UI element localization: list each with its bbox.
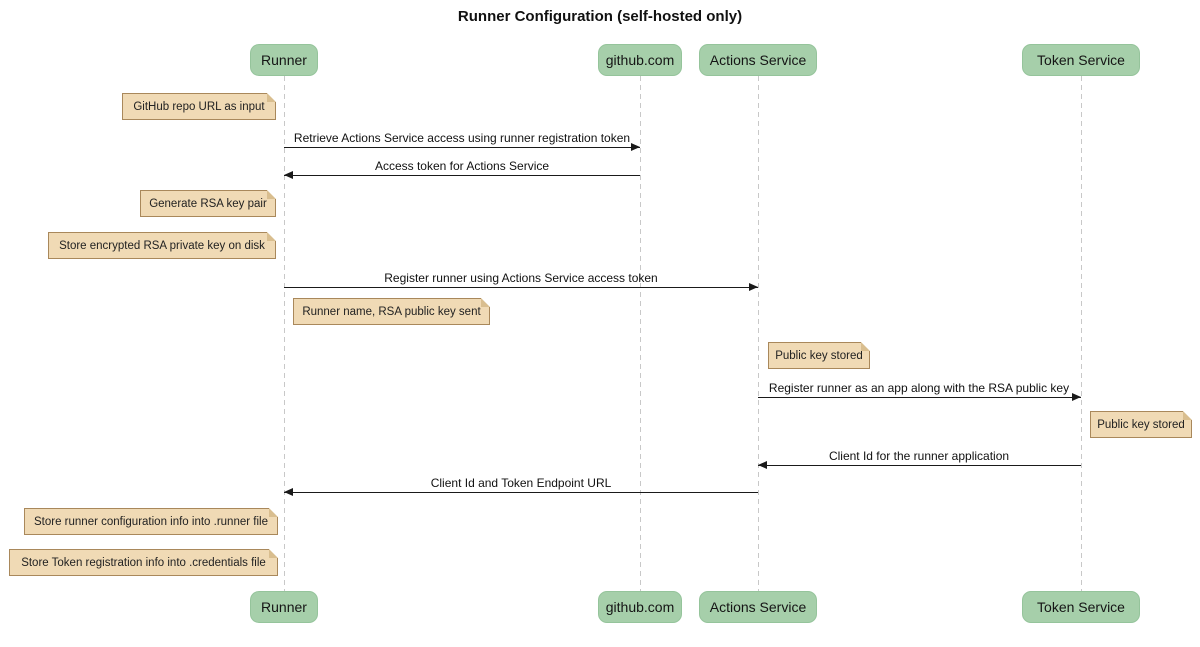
lifeline-actions-service [758,76,759,591]
lifeline-token-service [1081,76,1082,591]
note: Store Token registration info into .cred… [9,549,278,576]
message-line [284,146,640,148]
note: Generate RSA key pair [140,190,276,217]
participant-actions-service-top: Actions Service [699,44,817,76]
note: Public key stored [768,342,870,369]
message-label: Client Id and Token Endpoint URL [430,476,612,490]
note: Store encrypted RSA private key on disk [48,232,276,259]
message-line [284,174,640,176]
arrowhead-right-icon [631,142,640,151]
arrowhead-left-icon [758,460,767,469]
message-line [758,464,1081,466]
arrowhead-right-icon [749,282,758,291]
note: Public key stored [1090,411,1192,438]
diagram-title: Runner Configuration (self-hosted only) [457,8,743,25]
message-line [758,396,1081,398]
message-label: Register runner as an app along with the… [768,381,1070,395]
participant-runner-bottom: Runner [250,591,318,623]
message-line [284,286,758,288]
message-label: Access token for Actions Service [374,159,550,173]
message-label: Client Id for the runner application [828,449,1010,463]
participant-github-bottom: github.com [598,591,682,623]
arrowhead-left-icon [284,487,293,496]
participant-token-service-top: Token Service [1022,44,1140,76]
arrowhead-left-icon [284,170,293,179]
message-label: Retrieve Actions Service access using ru… [293,131,631,145]
note: Store runner configuration info into .ru… [24,508,278,535]
lifeline-github [640,76,641,591]
participant-runner-top: Runner [250,44,318,76]
note: Runner name, RSA public key sent [293,298,490,325]
participant-github-top: github.com [598,44,682,76]
note: GitHub repo URL as input [122,93,276,120]
participant-actions-service-bottom: Actions Service [699,591,817,623]
message-label: Register runner using Actions Service ac… [384,271,658,285]
arrowhead-right-icon [1072,392,1081,401]
lifeline-runner [283,76,285,591]
participant-token-service-bottom: Token Service [1022,591,1140,623]
message-line [284,491,758,493]
